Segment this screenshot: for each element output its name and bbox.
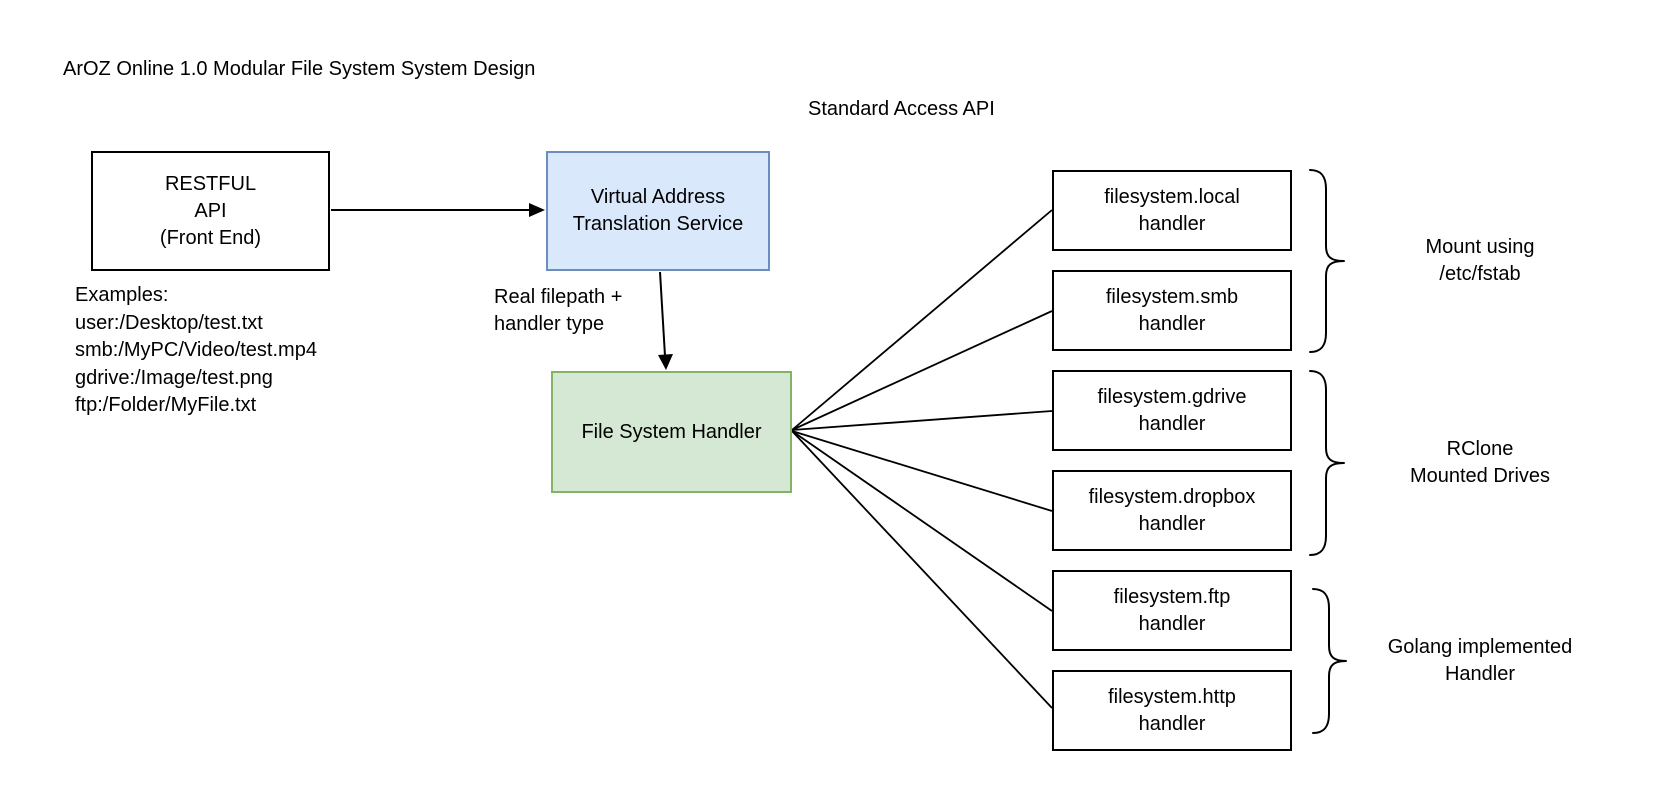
- restful-api-box: RESTFUL API (Front End): [91, 151, 330, 271]
- group-label-fstab: Mount using /etc/fstab: [1425, 236, 1535, 285]
- handler-box-http: filesystem.http handler: [1052, 670, 1292, 751]
- real-filepath-label: Real filepath + handler type: [494, 286, 623, 335]
- brace-fstab-group: [1309, 169, 1345, 353]
- line-to-smb-handler: [791, 310, 1053, 431]
- group-label-golang: Golang implemented Handler: [1387, 636, 1573, 685]
- virtual-address-translation-line: Translation Service: [572, 213, 744, 235]
- virtual-address-translation-line: Virtual Address: [590, 186, 726, 208]
- examples-heading: Examples:: [75, 284, 169, 306]
- example-path: user:/Desktop/test.txt: [75, 311, 263, 334]
- example-path: smb:/MyPC/Video/test.mp4: [75, 339, 317, 361]
- standard-access-api-label: Standard Access API: [808, 98, 995, 120]
- brace-rclone-group: [1309, 370, 1345, 556]
- arrow-restful-to-translation: [331, 203, 545, 217]
- line-to-dropbox-handler: [791, 430, 1053, 512]
- example-path: ftp:/Folder/MyFile.txt: [75, 394, 257, 416]
- handler-box-local: filesystem.local handler: [1052, 170, 1292, 251]
- restful-api-box-line: API: [194, 199, 227, 222]
- restful-api-box-line: (Front End): [159, 226, 262, 249]
- line-to-local-handler: [791, 209, 1053, 431]
- handler-box-gdrive: filesystem.gdrive handler: [1052, 370, 1292, 451]
- file-system-handler-box: File System Handler: [551, 371, 792, 493]
- restful-api-box-line: RESTFUL: [164, 172, 257, 195]
- handler-box-ftp: filesystem.ftp handler: [1052, 570, 1292, 651]
- example-path: gdrive:/Image/test.png: [75, 366, 273, 389]
- examples-block: Examples: user:/Desktop/test.txt smb:/My…: [75, 282, 317, 420]
- line-to-ftp-handler: [791, 430, 1053, 612]
- group-label-rclone: RClone Mounted Drives: [1409, 438, 1551, 487]
- line-to-http-handler: [791, 430, 1053, 709]
- virtual-address-translation-box: Virtual Address Translation Service: [546, 151, 770, 271]
- fan-lines: [791, 209, 1053, 709]
- diagram-title: ArOZ Online 1.0 Modular File System Syst…: [63, 58, 536, 80]
- arrow-translation-to-handler: [658, 271, 673, 370]
- file-system-handler-label: File System Handler: [581, 420, 762, 443]
- brace-golang-group: [1312, 588, 1347, 734]
- handler-box-smb: filesystem.smb handler: [1052, 270, 1292, 351]
- handler-box-dropbox: filesystem.dropbox handler: [1052, 470, 1292, 551]
- line-to-gdrive-handler: [791, 410, 1053, 431]
